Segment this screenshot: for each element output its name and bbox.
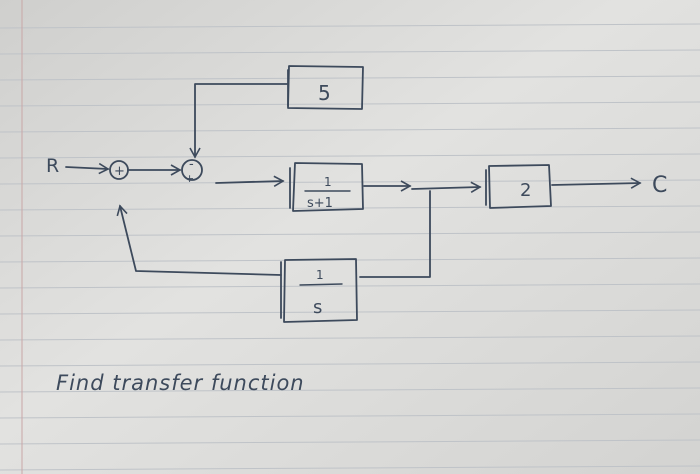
output-label: C: [652, 173, 667, 198]
output-gain-label: 2: [520, 180, 531, 201]
feedback-fraction-bar: [299, 283, 343, 286]
plant-block: [292, 162, 364, 212]
summing-junction-2: [181, 159, 203, 181]
feedback-numerator: 1: [316, 268, 324, 282]
sj2-top-sign: -: [189, 157, 194, 172]
caption-text: Find transfer function: [56, 371, 305, 395]
gain-block-5-label: 5: [318, 81, 331, 105]
input-arrow: [65, 162, 110, 175]
plant-numerator: 1: [324, 175, 332, 189]
block-diagram: R + - + 5 1 s+1 2 C: [46, 65, 667, 323]
feedback-denominator: s: [313, 297, 322, 318]
plant-denominator: s+1: [307, 196, 333, 211]
sj1-top-sign: +: [114, 164, 125, 179]
feedback-tap-line: [359, 190, 431, 278]
output-gain-block: [488, 164, 552, 209]
sj2-bottom-sign: +: [185, 172, 194, 185]
ruled-lines: [0, 23, 700, 471]
to-gain2-arrow: [411, 181, 482, 193]
feedback-block: [283, 258, 358, 323]
input-label: R: [46, 155, 59, 177]
gain-block-return-line: [189, 83, 288, 159]
output-arrow: [551, 177, 642, 189]
feedback-return-line: [116, 204, 282, 276]
sj2-to-plant-arrow: [215, 175, 285, 187]
